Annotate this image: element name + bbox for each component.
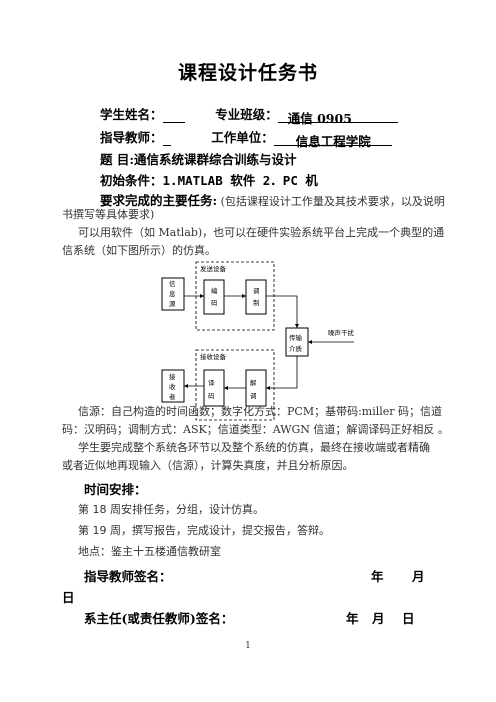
tasks-note-2: 书撰写等具体要求) bbox=[62, 208, 155, 221]
director-sign-year: 年 bbox=[346, 611, 359, 626]
class-value: 通信 0905 bbox=[277, 108, 398, 126]
desc-line-1: 信源：自己构造的时间函数；数字化方式：PCM；基带码:miller 码；信道 bbox=[78, 405, 443, 418]
desc-line-4: 或者近似地再现输入（信源），计算失真度，并且分析原因。 bbox=[62, 459, 354, 472]
receiver-char-2: 收 bbox=[169, 382, 176, 391]
director-sign-day: 日 bbox=[402, 611, 415, 626]
student-name-label: 学生姓名： bbox=[100, 107, 163, 122]
teacher-name-blank bbox=[162, 131, 171, 146]
director-signature-label: 系主任(或责任教师)签名： bbox=[84, 611, 234, 626]
student-row: 学生姓名： 专业班级：通信 0905 bbox=[100, 104, 398, 126]
schedule-week18: 第 18 周安排任务，分组，设计仿真。 bbox=[78, 503, 264, 516]
topic-value: 通信系统课群综合训练与设计 bbox=[133, 152, 297, 167]
source-char-1: 信 bbox=[169, 279, 176, 288]
schedule-week19: 第 19 周，撰写报告，完成设计，提交报告，答辩。 bbox=[78, 524, 330, 537]
schedule-label: 时间安排： bbox=[84, 482, 147, 497]
modulate-box bbox=[245, 279, 267, 315]
recv-group-frame bbox=[195, 349, 275, 421]
receiver-char-1: 接 bbox=[169, 372, 176, 381]
desc-line-2: 码：汉明码；调制方式：ASK；信道类型：AWGN 信道；解调译码正好相反 。 bbox=[62, 423, 449, 436]
student-name-blank bbox=[162, 108, 185, 123]
initial-row: 初始条件：1.MATLAB 软件 2．PC 机 bbox=[100, 170, 318, 189]
demodulate-box bbox=[245, 369, 267, 407]
modulate-char-1: 调 bbox=[253, 286, 260, 295]
teacher-sign-month: 月 bbox=[412, 569, 425, 584]
decode-char-2: 码 bbox=[208, 392, 215, 400]
teacher-label: 指导教师： bbox=[100, 130, 163, 145]
encode-char-2: 码 bbox=[211, 299, 218, 307]
teacher-row: 指导教师： 工作单位：信息工程学院 bbox=[100, 127, 392, 149]
unit-value: 信息工程学院 bbox=[273, 131, 392, 149]
noise-label: 噪声干扰 bbox=[328, 328, 355, 337]
tasks-row: 要求完成的主要任务: (包括课程设计工作量及其技术要求，以及说明 bbox=[100, 190, 445, 209]
class-label: 专业班级： bbox=[215, 107, 278, 122]
source-char-3: 源 bbox=[169, 299, 176, 308]
teacher-sign-day: 日 bbox=[62, 590, 75, 605]
teacher-sign-year: 年 bbox=[371, 569, 384, 584]
director-sign-month: 月 bbox=[372, 611, 385, 626]
topic-row: 题 目:通信系统课群综合训练与设计 bbox=[100, 149, 296, 168]
encode-box bbox=[203, 279, 225, 315]
unit-label: 工作单位： bbox=[211, 130, 274, 145]
tasks-label: 要求完成的主要任务: bbox=[100, 193, 218, 208]
intro-line-2: 信系统（如下图所示）的仿真。 bbox=[62, 244, 216, 257]
channel-label-1: 传输 bbox=[289, 333, 303, 342]
system-block-diagram: 发送设备 接收设备 信 息 源 编 码 调 制 传输 介质 噪声干扰 接 收 者… bbox=[158, 258, 380, 428]
intro-line-1: 可以用软件（如 Matlab)，也可以在硬件实验系统平台上完成一个典型的通 bbox=[78, 226, 445, 239]
send-group-label: 发送设备 bbox=[200, 264, 227, 273]
tasks-note: (包括课程设计工作量及其技术要求，以及说明 bbox=[220, 195, 445, 208]
schedule-place: 地点：鉴主十五楼通信教研室 bbox=[78, 545, 221, 558]
source-box bbox=[161, 277, 185, 311]
demodulate-char-2: 调 bbox=[250, 391, 257, 400]
encode-char-1: 编 bbox=[211, 286, 218, 295]
initial-label: 初始条件： bbox=[100, 173, 163, 188]
decode-box bbox=[203, 369, 225, 407]
receiver-char-3: 者 bbox=[169, 393, 176, 401]
desc-line-3: 学生要完成整个系统各环节以及整个系统的仿真，最终在接收端或者精确 bbox=[78, 441, 430, 454]
topic-label: 题 目: bbox=[100, 152, 134, 167]
decode-char-1: 译 bbox=[208, 379, 215, 387]
page-title: 课程设计任务书 bbox=[177, 62, 318, 84]
recv-group-label: 接收设备 bbox=[200, 352, 227, 361]
channel-label-2: 介质 bbox=[289, 344, 303, 353]
source-char-2: 息 bbox=[169, 289, 176, 298]
initial-value: 1.MATLAB 软件 2．PC 机 bbox=[162, 173, 318, 188]
modulate-char-2: 制 bbox=[253, 298, 260, 307]
page-number: 1 bbox=[245, 641, 251, 651]
teacher-signature-label: 指导教师签名： bbox=[84, 569, 172, 584]
demodulate-char-1: 解 bbox=[250, 378, 257, 387]
